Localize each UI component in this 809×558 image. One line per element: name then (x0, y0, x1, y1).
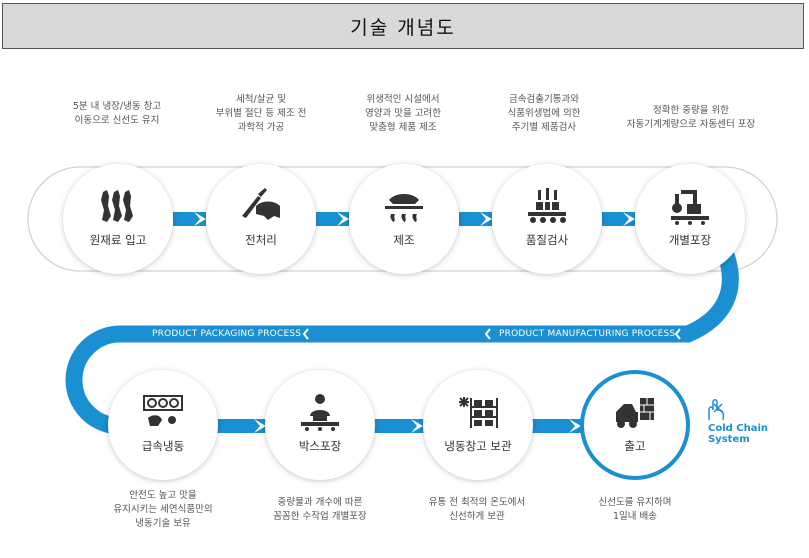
step-shipping: 출고 (580, 370, 690, 480)
step-label: 출고 (624, 439, 646, 453)
step-label: 급속냉동 (141, 439, 185, 453)
desc-raw-material: 5분 내 냉장/냉동 창고 이동으로 신선도 유지 (72, 101, 162, 126)
step-label: 전처리 (245, 233, 277, 247)
manufacturing-process-label: PRODUCT MANUFACTURING PROCESS (499, 329, 676, 339)
blue-band (65, 252, 739, 435)
step-label: 품질검사 (525, 233, 569, 247)
cold-chain-text: Cold Chain System (708, 423, 769, 445)
desc-cold-storage: 유통 전 최적의 온도에서 신선하게 보관 (428, 497, 526, 522)
step-label: 박스포장 (298, 439, 342, 453)
desc-individual-packing: 정확한 중량을 위한 자동기계계량으로 자동센터 포장 (626, 105, 756, 130)
step-cold-storage: 냉동창고 보관 (423, 370, 533, 480)
step-manufacture: 제조 (349, 164, 459, 274)
desc-box-packing: 중량물과 개수에 따른 꼼꼼한 수작업 개별포장 (273, 497, 367, 522)
desc-pretreatment: 세척/살균 및 부위별 절단 등 제조 전 과학적 가공 (215, 94, 307, 133)
packaging-process-label: PRODUCT PACKAGING PROCESS (152, 329, 302, 339)
step-raw-material: 원재료 입고 (63, 164, 173, 274)
step-individual-packing: 개별포장 (635, 164, 745, 274)
band-chevrons (302, 328, 681, 340)
snowflake-hand-icon (708, 399, 725, 421)
worker-box-icon (301, 394, 339, 431)
title-bar: 기술 개념도 (2, 3, 804, 49)
step-pretreatment: 전처리 (206, 164, 316, 274)
conveyor-inspection-icon (528, 188, 566, 223)
desc-quality-check: 금속검출기통과와 식품위생법에 의한 주기별 제품검사 (507, 94, 581, 133)
knife-meat-icon (242, 188, 280, 220)
step-quality-check: 품질검사 (492, 164, 602, 274)
diagram-title: 기술 개념도 (350, 16, 456, 39)
desc-quick-freeze: 안전도 높고 맛을 유지시키는 세연식품만의 냉동기술 보유 (113, 490, 213, 529)
desc-shipping: 신선도를 유지하며 1일내 배송 (598, 497, 672, 522)
top-connectors (173, 212, 635, 226)
cold-storage-icon (459, 397, 498, 428)
fan-freezer-icon (143, 395, 183, 426)
meat-icon (101, 190, 133, 222)
step-label: 제조 (393, 233, 415, 247)
step-label: 냉동창고 보관 (444, 439, 512, 453)
step-label: 개별포장 (668, 233, 712, 247)
forklift-icon (616, 398, 654, 428)
step-box-packing: 박스포장 (265, 370, 375, 480)
desc-manufacture: 위생적인 시설에서 영양과 맛을 고려한 맞춤형 제품 제조 (365, 94, 441, 133)
robot-arm-icon (671, 190, 709, 225)
step-quick-freeze: 급속냉동 (108, 370, 218, 480)
step-label: 원재료 입고 (89, 233, 147, 247)
grill-icon (385, 194, 423, 222)
